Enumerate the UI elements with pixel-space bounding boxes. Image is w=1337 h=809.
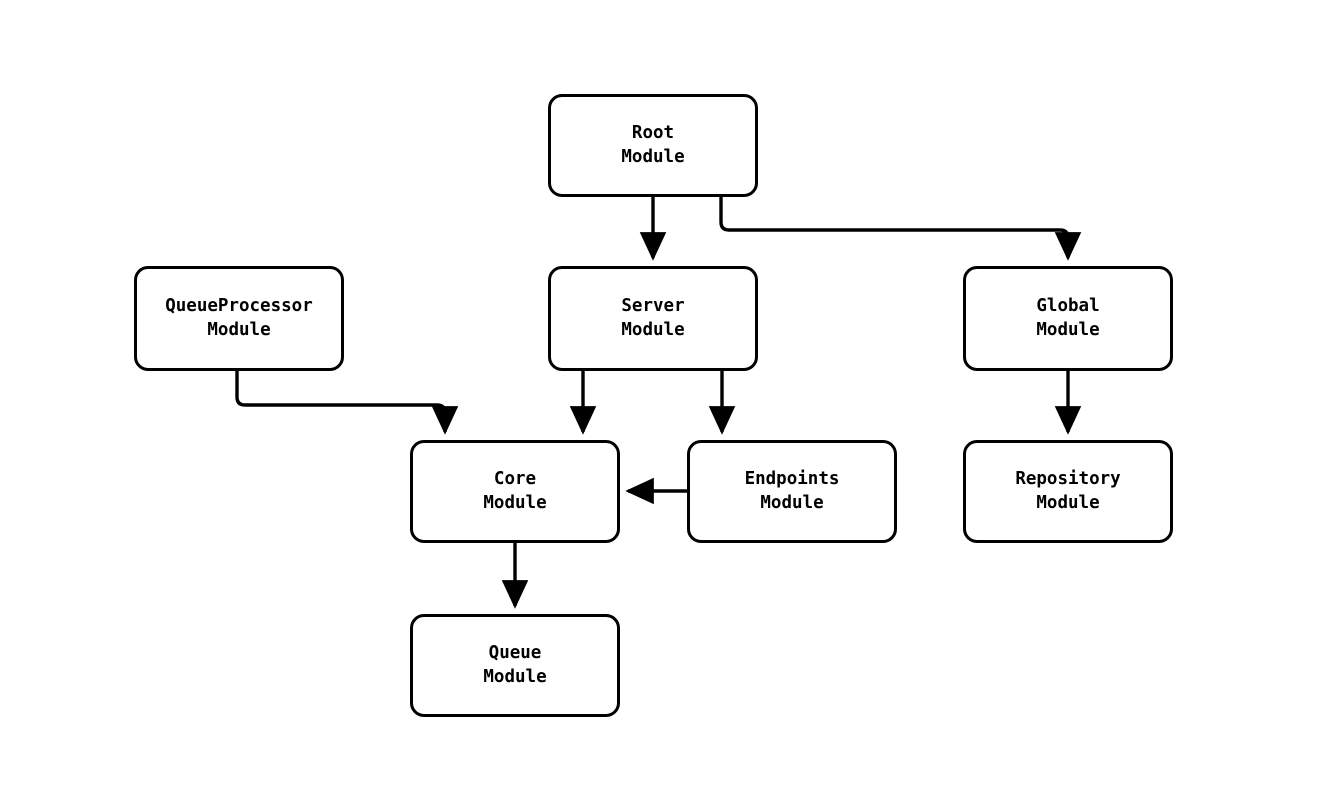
node-repository-module-line2: Module bbox=[1036, 492, 1100, 513]
node-endpoints-module-line2: Module bbox=[760, 492, 824, 513]
edge-queueprocessor-to-core bbox=[235, 371, 459, 435]
node-queue-module[interactable]: Queue Module bbox=[410, 614, 620, 717]
node-queue-module-line1: Queue bbox=[488, 643, 542, 664]
node-queueprocessor-module-line1: QueueProcessor bbox=[165, 296, 313, 317]
node-core-module[interactable]: Core Module bbox=[410, 440, 620, 543]
node-root-module[interactable]: Root Module bbox=[548, 94, 758, 197]
node-endpoints-module-line1: Endpoints bbox=[744, 469, 840, 490]
node-queueprocessor-module[interactable]: QueueProcessor Module bbox=[134, 266, 344, 371]
node-queueprocessor-module-line2: Module bbox=[207, 319, 271, 340]
node-endpoints-module[interactable]: Endpoints Module bbox=[687, 440, 897, 543]
node-root-module-line2: Module bbox=[621, 146, 685, 167]
node-repository-module-line1: Repository bbox=[1015, 469, 1121, 490]
node-global-module[interactable]: Global Module bbox=[963, 266, 1173, 371]
node-repository-module[interactable]: Repository Module bbox=[963, 440, 1173, 543]
node-global-module-line2: Module bbox=[1036, 319, 1100, 340]
node-server-module-line2: Module bbox=[621, 319, 685, 340]
node-global-module-line1: Global bbox=[1036, 296, 1100, 317]
edge-root-to-global bbox=[719, 197, 1082, 261]
node-queue-module-line2: Module bbox=[483, 666, 547, 687]
node-server-module[interactable]: Server Module bbox=[548, 266, 758, 371]
node-server-module-line1: Server bbox=[621, 296, 685, 317]
node-root-module-line1: Root bbox=[631, 123, 675, 144]
node-core-module-line2: Module bbox=[483, 492, 547, 513]
node-core-module-line1: Core bbox=[493, 469, 537, 490]
edges-group bbox=[235, 197, 1082, 609]
